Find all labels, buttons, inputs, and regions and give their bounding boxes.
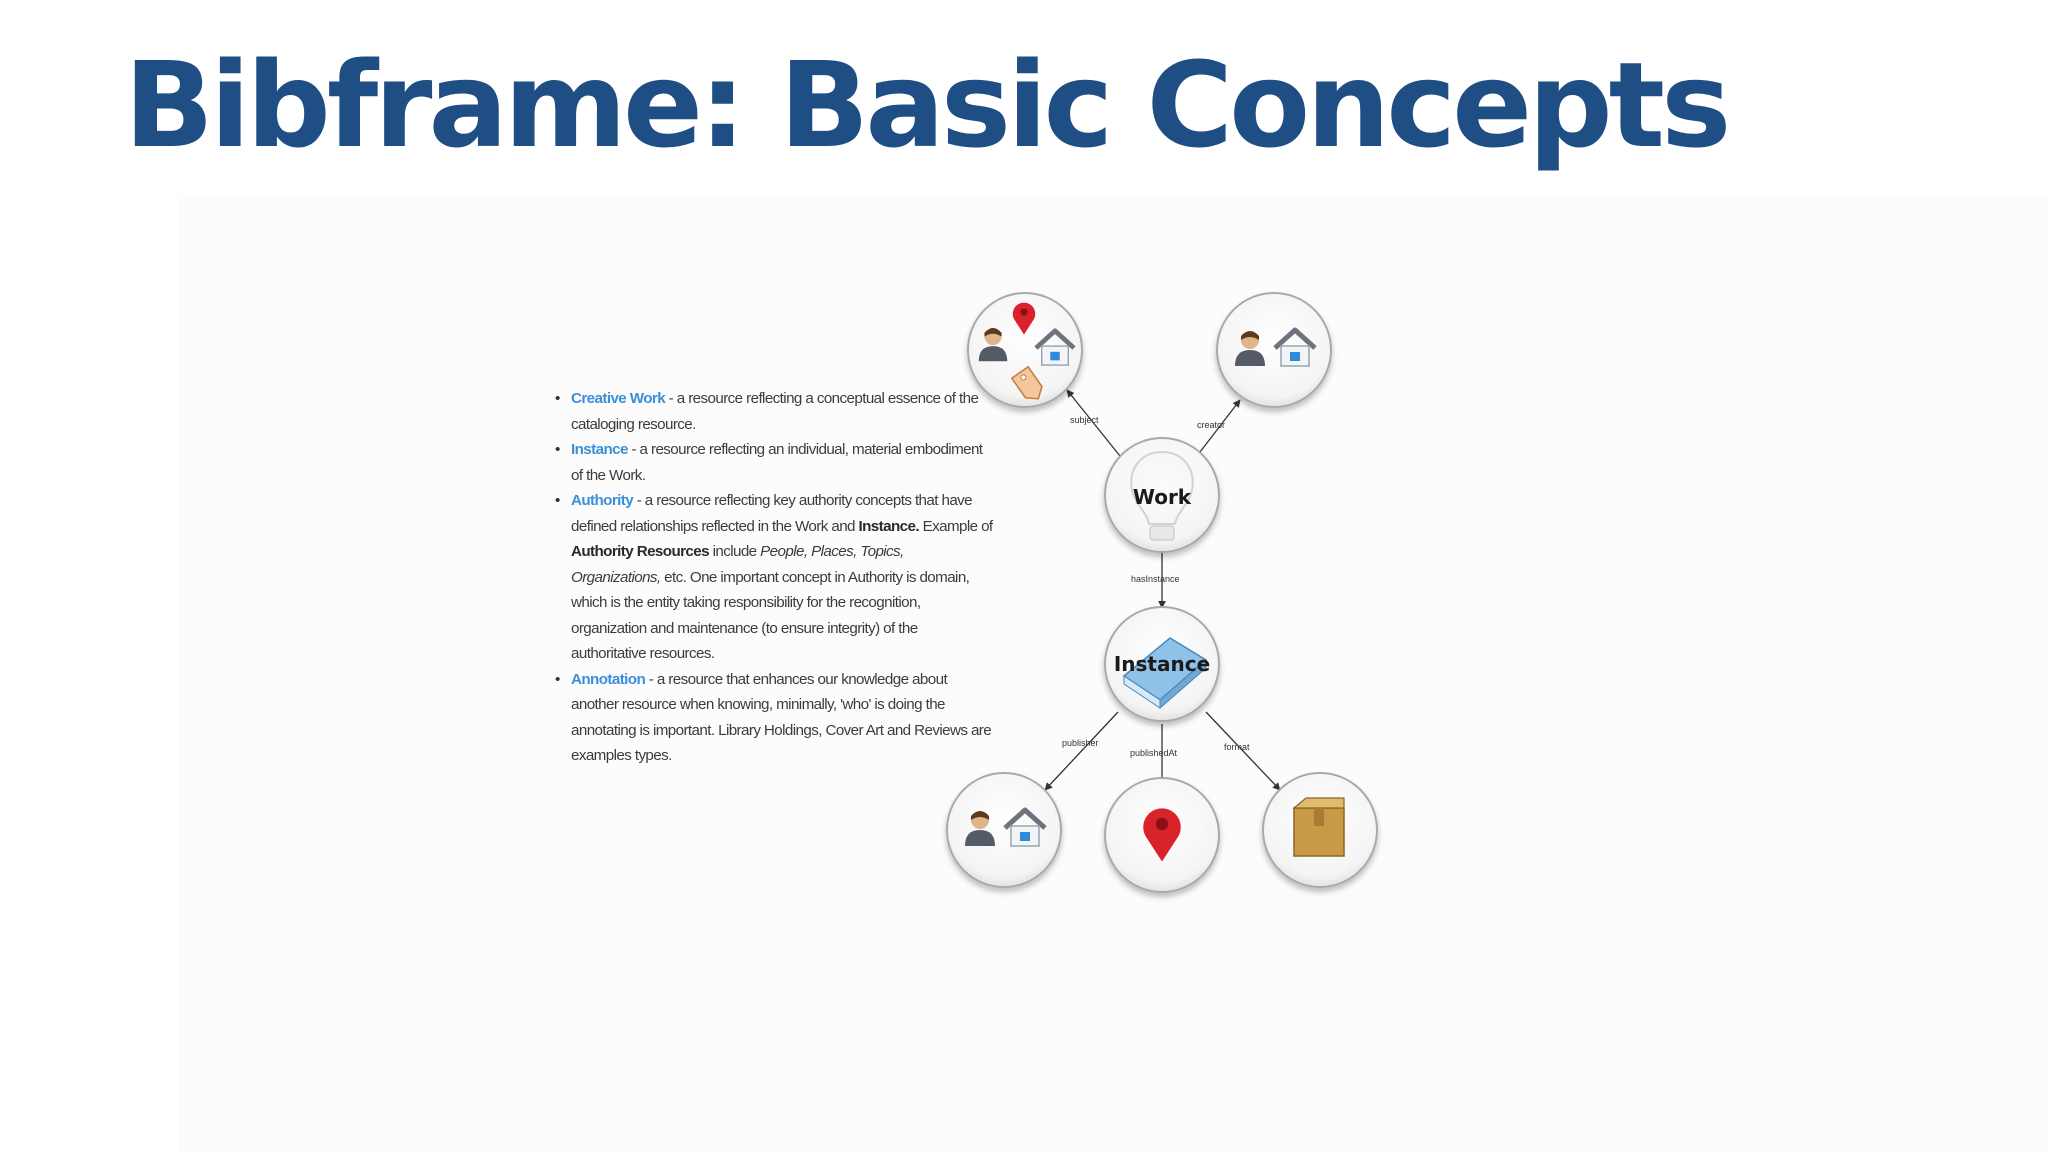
edge-label-publisher: publisher xyxy=(1062,738,1099,748)
node-label-instance: Instance xyxy=(1114,652,1210,676)
node-published-at xyxy=(1105,778,1219,892)
edge-label-published-at: publishedAt xyxy=(1130,748,1178,758)
edge-publisher xyxy=(1045,712,1118,790)
node-label-work: Work xyxy=(1133,485,1192,509)
node-work: Work xyxy=(1105,438,1219,552)
node-instance: Instance xyxy=(1105,607,1219,721)
node-format xyxy=(1263,773,1377,887)
node-creator xyxy=(1217,293,1331,407)
node-publisher xyxy=(947,773,1061,887)
box-icon xyxy=(1294,798,1344,856)
edge-label-creator: creator xyxy=(1197,420,1225,430)
edge-label-subject: subject xyxy=(1070,415,1099,425)
edge-label-has-instance: hasInstance xyxy=(1131,574,1180,584)
edge-label-format: format xyxy=(1224,742,1250,752)
node-subject xyxy=(968,293,1082,407)
